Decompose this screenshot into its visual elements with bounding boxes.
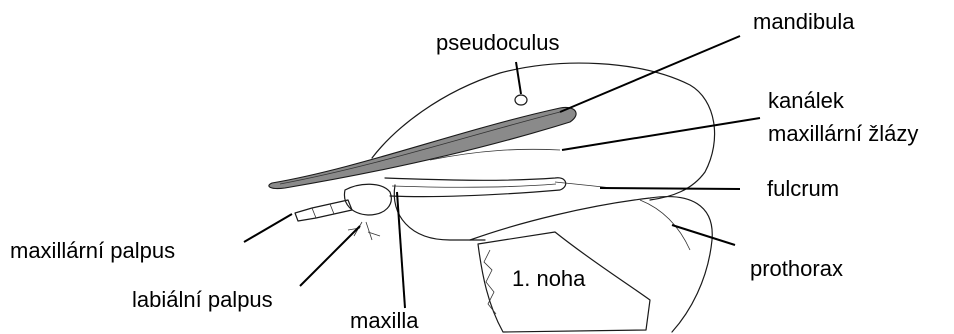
leader-mandibula bbox=[560, 36, 740, 112]
label-labialni-palpus: labiální palpus bbox=[132, 287, 273, 312]
first-leg-edge bbox=[484, 250, 496, 314]
label-noha: 1. noha bbox=[512, 266, 586, 291]
label-maxillarni-palpus: maxillární palpus bbox=[10, 238, 175, 263]
label-kanalek-line2: maxillární žlázy bbox=[768, 121, 918, 146]
label-prothorax: prothorax bbox=[750, 256, 843, 281]
pseudoculus-shape bbox=[515, 95, 527, 105]
label-kanalek-line1: kanálek bbox=[768, 88, 845, 113]
label-pseudoculus: pseudoculus bbox=[436, 30, 560, 55]
label-maxilla: maxilla bbox=[350, 308, 419, 333]
leader-kanalek bbox=[562, 118, 760, 150]
leader-maxillarni-palpus bbox=[244, 214, 292, 242]
label-mandibula: mandibula bbox=[753, 9, 855, 34]
leader-labialni-palpus bbox=[300, 226, 360, 286]
maxilla-stylet-2 bbox=[392, 184, 556, 187]
prothorax-outline bbox=[470, 197, 712, 332]
maxillary-palp-shape bbox=[295, 200, 352, 221]
head-capsule-lower bbox=[394, 185, 485, 240]
leader-maxilla bbox=[397, 192, 405, 308]
label-fulcrum: fulcrum bbox=[767, 176, 839, 201]
prothorax-inner bbox=[640, 200, 690, 250]
leader-fulcrum bbox=[600, 188, 740, 189]
labial-palp-shape bbox=[348, 222, 380, 240]
leader-pseudoculus bbox=[516, 62, 521, 94]
